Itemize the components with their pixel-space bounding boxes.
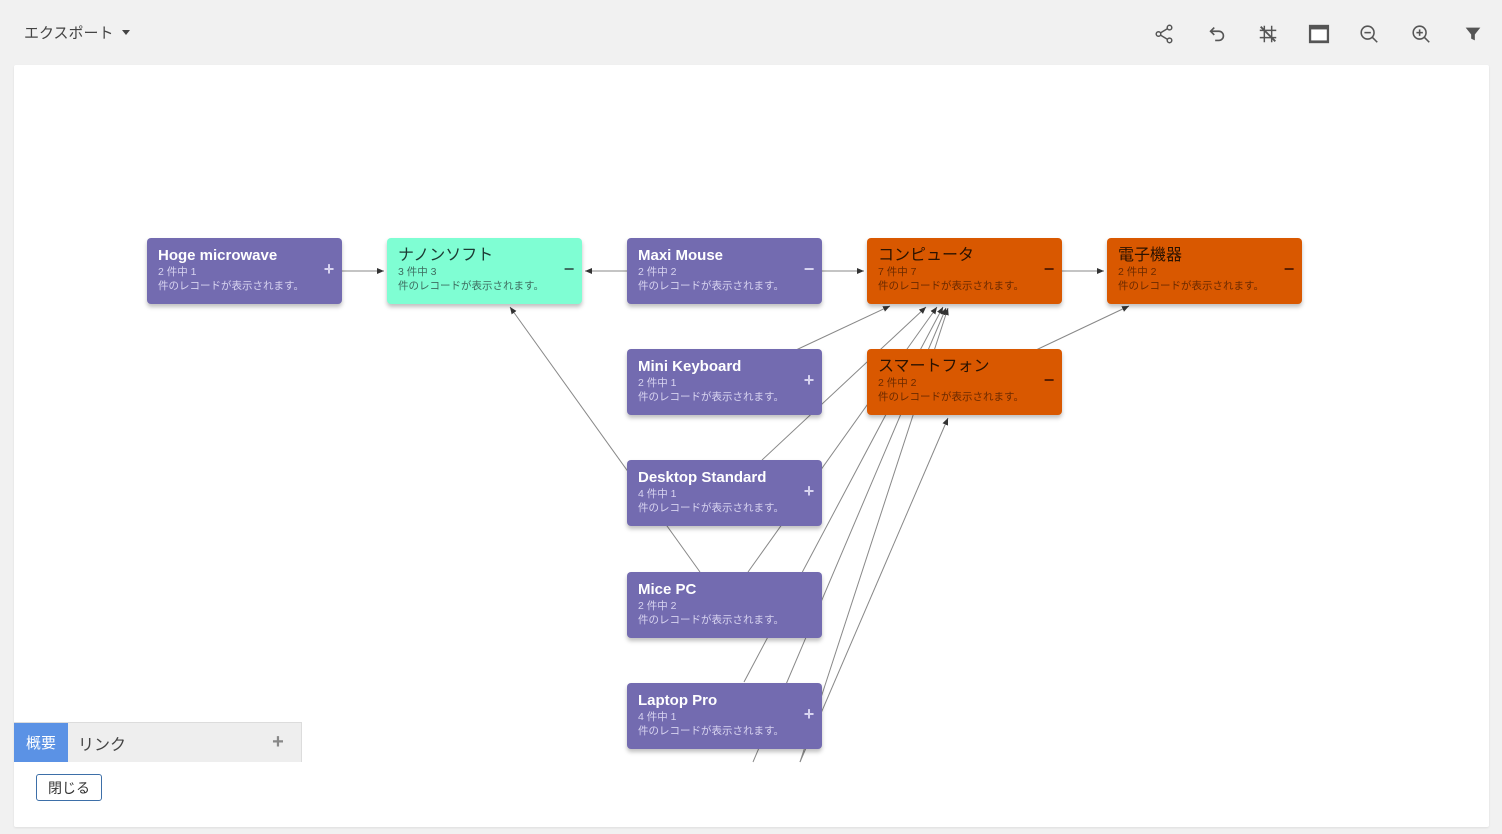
node-desc: 件のレコードが表示されます。 — [638, 391, 784, 403]
node-count: 2 件中 2 — [878, 377, 917, 389]
edge-micepc-computer — [747, 306, 938, 573]
add-tab-icon[interactable]: + — [272, 731, 284, 753]
close-button[interactable]: 閉じる — [36, 774, 102, 801]
node-hoge-microwave[interactable]: Hoge microwave 2 件中 1 件のレコードが表示されます。 + — [147, 238, 342, 304]
share-icon[interactable] — [1150, 20, 1178, 48]
node-laptop-pro[interactable]: Laptop Pro 4 件中 1 件のレコードが表示されます。 + — [627, 683, 822, 749]
node-desc: 件のレコードが表示されます。 — [878, 280, 1024, 292]
graph-canvas[interactable]: Hoge microwave 2 件中 1 件のレコードが表示されます。 + ナ… — [14, 65, 1489, 827]
node-title: Hoge microwave — [158, 247, 278, 264]
export-label: エクスポート — [24, 25, 114, 42]
node-smartphone[interactable]: スマートフォン 2 件中 2 件のレコードが表示されます。 − — [867, 349, 1062, 415]
node-mice-pc[interactable]: Mice PC 2 件中 2 件のレコードが表示されます。 — [627, 572, 822, 638]
node-desktop-standard[interactable]: Desktop Standard 4 件中 1 件のレコードが表示されます。 + — [627, 460, 822, 526]
node-electronics[interactable]: 電子機器 2 件中 2 件のレコードが表示されます。 − — [1107, 238, 1302, 304]
expand-icon[interactable]: + — [803, 704, 815, 724]
node-count: 4 件中 1 — [638, 488, 677, 500]
graph-tools — [1150, 20, 1490, 48]
collapse-icon[interactable]: − — [1043, 259, 1055, 279]
node-title: Mini Keyboard — [638, 358, 742, 375]
expand-icon[interactable]: + — [323, 259, 335, 279]
node-desc: 件のレコードが表示されます。 — [638, 725, 784, 737]
edge-smartphone-electronics — [1035, 305, 1130, 351]
node-title: Laptop Pro — [638, 692, 718, 709]
collapse-icon[interactable]: − — [563, 259, 575, 279]
node-nanon-soft[interactable]: ナノンソフト 3 件中 3 件のレコードが表示されます。 − — [387, 238, 582, 304]
node-count: 7 件中 7 — [878, 266, 917, 278]
caret-down-icon — [121, 30, 130, 35]
node-maxi-mouse[interactable]: Maxi Mouse 2 件中 2 件のレコードが表示されます。 − — [627, 238, 822, 304]
toolbar: エクスポート — [0, 0, 1502, 64]
collapse-icon[interactable]: − — [1043, 370, 1055, 390]
node-desc: 件のレコードが表示されます。 — [158, 280, 304, 292]
expand-icon[interactable]: + — [803, 481, 815, 501]
undo-icon[interactable] — [1203, 20, 1231, 48]
node-count: 2 件中 2 — [638, 600, 677, 612]
node-count: 4 件中 1 — [638, 711, 677, 723]
node-title: Desktop Standard — [638, 469, 767, 486]
node-desc: 件のレコードが表示されます。 — [1118, 280, 1264, 292]
node-desc: 件のレコードが表示されます。 — [878, 391, 1024, 403]
node-count: 2 件中 2 — [1118, 266, 1157, 278]
node-count: 2 件中 2 — [638, 266, 677, 278]
zoom-in-icon[interactable] — [1407, 20, 1435, 48]
node-count: 2 件中 1 — [158, 266, 197, 278]
node-title: Mice PC — [638, 581, 697, 598]
export-menu[interactable]: エクスポート — [24, 22, 130, 43]
node-title: 電子機器 — [1118, 247, 1183, 264]
no-grid-icon[interactable] — [1254, 20, 1282, 48]
node-desc: 件のレコードが表示されます。 — [638, 502, 784, 514]
detail-panel-tabs: 概要 リンク + — [14, 722, 302, 762]
collapse-icon[interactable]: − — [803, 259, 815, 279]
toggle-icon[interactable] — [802, 596, 816, 610]
node-desc: 件のレコードが表示されます。 — [398, 280, 544, 292]
node-desc: 件のレコードが表示されます。 — [638, 614, 784, 626]
collapse-icon[interactable]: − — [1283, 259, 1295, 279]
node-title: ナノンソフト — [398, 247, 494, 264]
expand-icon[interactable]: + — [803, 370, 815, 390]
tab-links[interactable]: リンク — [78, 736, 127, 754]
node-computer[interactable]: コンピュータ 7 件中 7 件のレコードが表示されます。 − — [867, 238, 1062, 304]
node-title: コンピュータ — [878, 247, 975, 264]
node-count: 2 件中 1 — [638, 377, 677, 389]
edge-minikb-computer — [795, 305, 891, 351]
node-mini-keyboard[interactable]: Mini Keyboard 2 件中 1 件のレコードが表示されます。 + — [627, 349, 822, 415]
filter-icon[interactable] — [1459, 20, 1487, 48]
edge-desktop-computer — [761, 306, 927, 461]
edge-micepc-nanon — [509, 306, 701, 573]
node-desc: 件のレコードが表示されます。 — [638, 280, 784, 292]
zoom-out-icon[interactable] — [1355, 20, 1383, 48]
node-title: Maxi Mouse — [638, 247, 724, 264]
node-title: スマートフォン — [878, 358, 990, 375]
tab-overview[interactable]: 概要 — [14, 723, 68, 762]
node-count: 3 件中 3 — [398, 266, 437, 278]
window-icon[interactable] — [1305, 20, 1333, 48]
edge-offscreen-smartphone — [799, 417, 949, 763]
